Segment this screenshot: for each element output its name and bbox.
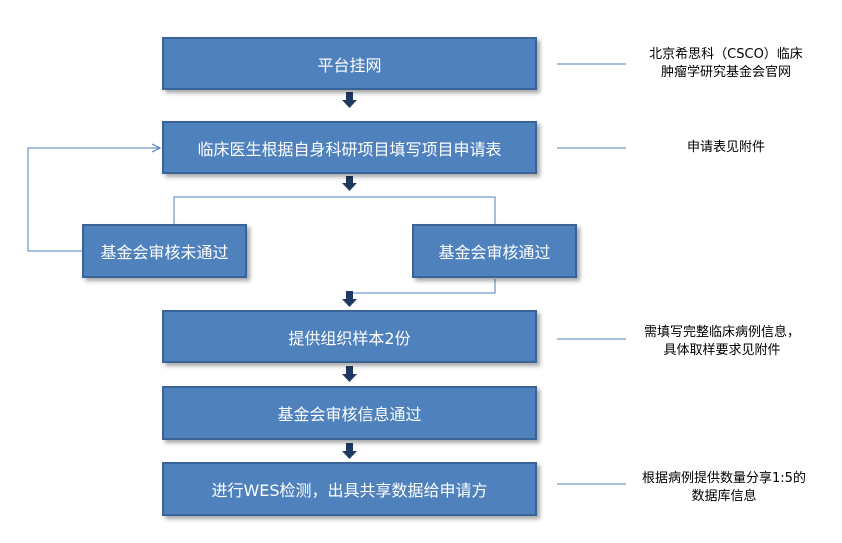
step-info-approved-label: 基金会审核信息通过 [277,405,422,424]
step-info-approved: 基金会审核信息通过 [162,386,537,440]
note-data-sharing: 根据病例提供数量分享1:5的 数据库信息 [622,470,826,506]
reject-loop-line [27,148,160,252]
note-data-sharing-line2: 数据库信息 [691,489,757,504]
note-platform-source: 北京希思科（CSCO）临床 肿瘤学研究基金会官网 [628,46,824,82]
step-provide-samples: 提供组织样本2份 [162,310,537,363]
down-arrow-1 [342,92,357,108]
step-wes-testing-label: 进行WES检测，出具共享数据给申请方 [211,481,488,500]
note-sample-requirements: 需填写完整临床病例信息， 具体取样要求见附件 [622,324,822,360]
branch-split-line [173,196,496,224]
step-platform-posting-label: 平台挂网 [317,55,382,75]
step-platform-posting: 平台挂网 [162,37,537,90]
step-review-approved: 基金会审核通过 [412,224,577,278]
note-application-form: 申请表见附件 [628,139,824,157]
step-review-rejected-label: 基金会审核未通过 [100,243,229,262]
step-fill-application: 临床医生根据自身科研项目填写项目申请表 [162,121,537,174]
note-platform-source-line1: 北京希思科（CSCO）临床 [649,47,803,62]
down-arrow-5 [342,443,357,459]
step-provide-samples-label: 提供组织样本2份 [288,328,411,348]
note-data-sharing-line1: 根据病例提供数量分享1:5的 [642,471,806,486]
note-application-form-line1: 申请表见附件 [686,140,765,155]
step-review-rejected: 基金会审核未通过 [82,224,247,278]
down-arrow-2 [342,176,357,191]
note-platform-source-line2: 肿瘤学研究基金会官网 [660,65,791,80]
note-sample-requirements-line2: 具体取样要求见附件 [663,343,781,358]
step-fill-application-label: 临床医生根据自身科研项目填写项目申请表 [197,139,502,159]
note-sample-requirements-line1: 需填写完整临床病例信息， [643,325,800,340]
step-review-approved-label: 基金会审核通过 [438,243,551,262]
down-arrow-4 [342,366,357,382]
approve-merge-line [349,279,496,294]
down-arrow-3 [342,291,357,307]
step-wes-testing: 进行WES检测，出具共享数据给申请方 [162,462,537,516]
